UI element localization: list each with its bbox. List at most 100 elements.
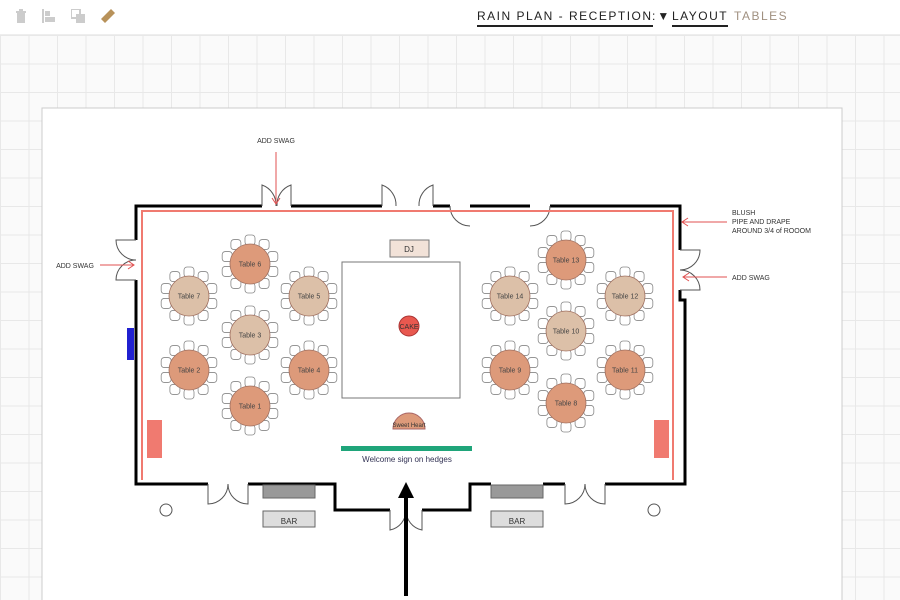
round-marker-right[interactable] [647,503,661,517]
table-top [545,382,587,424]
table-label: Table 4 [298,368,321,375]
table-top [545,310,587,352]
table-5[interactable]: Table 5 [280,266,338,326]
sweetheart-label: Sweet Heart [392,423,425,429]
table-6[interactable]: Table 6 [221,234,279,294]
table-label: Table 12 [612,294,639,301]
round-marker-left[interactable] [159,503,173,517]
chevron-down-icon[interactable]: ▼ [657,9,671,23]
blue-marker[interactable] [127,328,134,360]
bar-right-label: BAR [509,517,526,526]
table-13[interactable]: Table 13 [537,230,595,290]
duplicate-icon[interactable] [71,9,85,23]
table-top [229,243,271,285]
chair [560,373,572,385]
table-2[interactable]: Table 2 [160,340,218,400]
chair [244,305,256,317]
tab-layout[interactable]: LAYOUT [672,9,729,27]
note-swag-top: ADD SWAG [257,138,295,145]
table-top [604,275,646,317]
pipe-and-drape [141,210,674,480]
chair [183,340,195,352]
plan-selector[interactable]: RAIN PLAN - RECEPTION ▼ [477,9,671,27]
table-14[interactable]: Table 14 [481,266,539,326]
tab-tables[interactable]: TABLES [734,9,789,23]
table-label: Table 9 [499,368,522,375]
cake-label: CAKE [399,324,418,331]
sign-label: Welcome sign on hedges [362,455,452,464]
note-drape-1: BLUSH [732,210,755,217]
plan-name[interactable]: RAIN PLAN - RECEPTION [477,9,653,27]
table-top [489,275,531,317]
note-swag-right: ADD SWAG [732,275,770,282]
table-label: Table 2 [178,368,201,375]
table-top [288,275,330,317]
chair [560,278,572,290]
chair [303,340,315,352]
table-label: Table 8 [555,401,578,408]
table-1[interactable]: Table 1 [221,376,279,436]
bar-back-right[interactable] [490,484,544,499]
table-label: Table 5 [298,294,321,301]
chair [244,376,256,388]
table-top [168,349,210,391]
chair [183,266,195,278]
table-top [489,349,531,391]
chair [560,230,572,242]
chair [183,314,195,326]
table-top [168,275,210,317]
trash-icon[interactable] [14,9,28,23]
chair [560,349,572,361]
chair [619,314,631,326]
sweetheart-table[interactable] [392,412,426,430]
hedge-sign[interactable] [341,446,472,451]
cake-table[interactable] [398,315,420,337]
table-top [288,349,330,391]
nav-separator: : [652,9,657,23]
table-top [229,385,271,427]
table-9[interactable]: Table 9 [481,340,539,400]
chair [504,388,516,400]
table-label: Table 7 [178,294,201,301]
ruler-icon[interactable] [101,9,115,23]
table-8[interactable]: Table 8 [537,373,595,433]
chair [303,388,315,400]
table-12[interactable]: Table 12 [596,266,654,326]
chair [244,424,256,436]
pink-pillar-right[interactable] [654,420,669,458]
align-icon[interactable] [42,9,56,23]
table-top [604,349,646,391]
chair [244,234,256,246]
table-4[interactable]: Table 4 [280,340,338,400]
chair [244,353,256,365]
pink-pillar-left[interactable] [147,420,162,458]
note-drape-3: AROUND 3/4 of ROOOM [732,228,811,235]
chair [183,388,195,400]
toolbar: RAIN PLAN - RECEPTION ▼ : LAYOUT TABLES [0,0,900,35]
table-11[interactable]: Table 11 [596,340,654,400]
chair [619,340,631,352]
table-label: Table 14 [497,294,524,301]
chair [303,266,315,278]
bar-left[interactable] [262,510,316,528]
table-label: Table 6 [239,262,262,269]
table-label: Table 13 [553,258,580,265]
dj-label: DJ [404,245,414,254]
table-top [229,314,271,356]
table-label: Table 3 [239,333,262,340]
table-3[interactable]: Table 3 [221,305,279,365]
dj-booth[interactable] [389,239,430,258]
bar-right[interactable] [490,510,544,528]
table-top [545,239,587,281]
chair [244,282,256,294]
note-drape-2: PIPE AND DRAPE [732,219,791,226]
table-7[interactable]: Table 7 [160,266,218,326]
table-label: Table 10 [553,329,580,336]
chair [504,266,516,278]
table-10[interactable]: Table 10 [537,301,595,361]
bar-back-left[interactable] [262,484,316,499]
note-swag-left: ADD SWAG [56,263,94,270]
bar-left-label: BAR [281,517,298,526]
chair [619,266,631,278]
room-walls [134,204,687,512]
